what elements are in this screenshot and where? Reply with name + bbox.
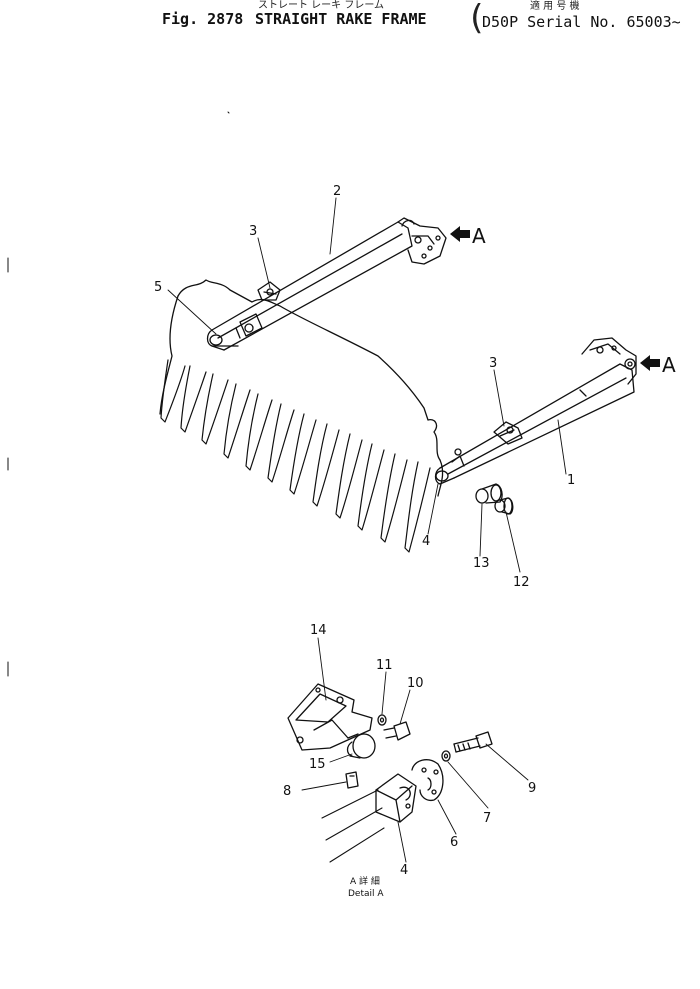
leader-lines <box>168 198 566 862</box>
bushing-10 <box>495 498 513 514</box>
callout-label: 14 <box>310 623 327 638</box>
callout-label: 13 <box>473 556 490 571</box>
callout-label: 11 <box>376 658 393 673</box>
detail-caption-jp: A 詳 細 <box>350 875 380 887</box>
scan-margin-marks <box>8 112 229 676</box>
view-arrow-upper <box>450 226 470 242</box>
bolt-14 <box>384 722 410 740</box>
japanese-title: ストレート レーキ フレーム <box>258 0 385 11</box>
washer-8 <box>442 751 450 761</box>
callout-label: 4 <box>400 863 408 878</box>
callout-label: 7 <box>483 811 491 826</box>
bushing-11 <box>476 484 502 503</box>
callout-label: 5 <box>154 280 162 295</box>
rake-frame-2 <box>208 218 447 350</box>
rake-frame-1 <box>436 338 637 484</box>
bracket-12 <box>288 684 372 750</box>
callout-label: 9 <box>528 781 536 796</box>
frame-end-stub <box>322 790 384 862</box>
rake-outline <box>160 280 443 496</box>
serial-range: D50P Serial No. 65003~ <box>482 13 681 31</box>
view-marker-a-lower: A <box>662 353 676 377</box>
cap-5 <box>376 774 416 822</box>
callout-label: 4 <box>422 534 430 549</box>
callout-label: 2 <box>333 184 341 199</box>
callout-label: 3 <box>249 224 257 239</box>
japanese-serial-label: 適 用 号 機 <box>530 1 580 12</box>
callout-label: 8 <box>283 784 291 799</box>
callout-label: 3 <box>489 356 497 371</box>
serial-left-paren: ( <box>466 0 487 38</box>
bolt-7 <box>454 732 492 752</box>
figure-number: Fig. 2878 <box>162 10 244 28</box>
callout-label: 6 <box>450 835 458 850</box>
pin-13 <box>348 734 376 758</box>
callout-label: 12 <box>513 575 530 590</box>
nut-9 <box>346 772 358 788</box>
view-arrow-lower <box>640 355 660 371</box>
washer-15 <box>378 715 386 725</box>
figure-title: STRAIGHT RAKE FRAME <box>255 10 427 28</box>
view-marker-a-upper: A <box>472 224 486 248</box>
rake-tines <box>161 360 430 552</box>
callout-label: 15 <box>309 757 326 772</box>
callout-label: 1 <box>567 473 575 488</box>
detail-caption: Detail A <box>348 889 384 899</box>
callout-label: 10 <box>407 676 424 691</box>
cap-6 <box>412 760 443 801</box>
